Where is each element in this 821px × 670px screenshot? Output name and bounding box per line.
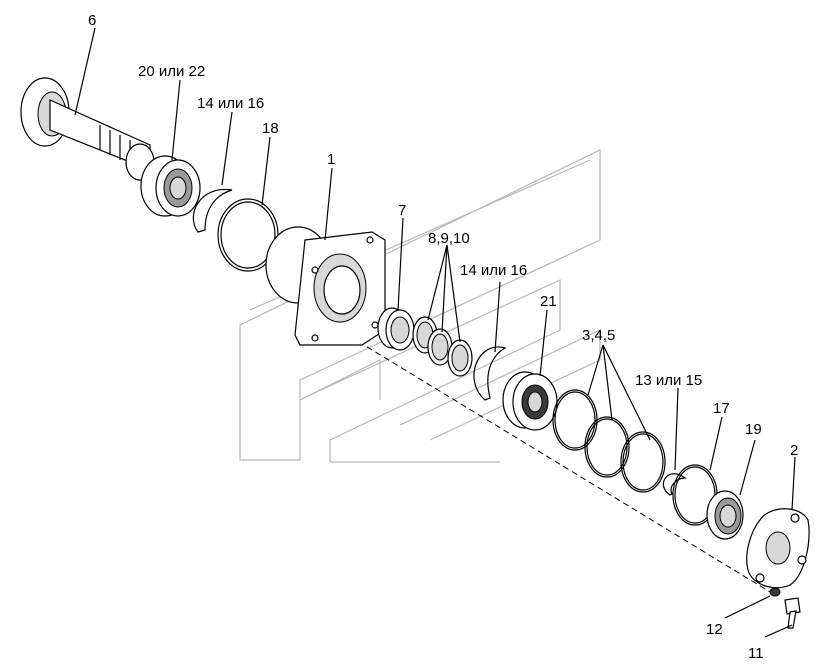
- part-3-4-5-o-rings: [552, 389, 666, 493]
- part-1-housing: [265, 226, 386, 346]
- part-12-washer: [769, 587, 781, 597]
- part-20-22-bearing: [140, 155, 201, 217]
- label-14-16-b: 14 или 16: [460, 262, 527, 279]
- assembly-axis: [289, 299, 776, 596]
- part-8-9-10-washers: [412, 316, 473, 377]
- label-17: 17: [713, 400, 730, 417]
- label-20-22: 20 или 22: [138, 63, 205, 80]
- label-1: 1: [327, 151, 335, 168]
- label-19: 19: [745, 421, 762, 438]
- part-2-cover: [746, 508, 810, 589]
- part-21-bearing: [502, 371, 558, 431]
- label-7: 7: [398, 202, 406, 219]
- part-7-sleeve: [377, 307, 415, 351]
- part-13-15-snap-ring: [663, 473, 687, 496]
- label-18: 18: [262, 120, 279, 137]
- part-14-16-snap-ring-b: [473, 346, 507, 401]
- label-6: 6: [88, 12, 96, 29]
- label-13-15: 13 или 15: [635, 372, 702, 389]
- label-11: 11: [748, 645, 764, 662]
- leader-lines: [74, 27, 796, 638]
- part-6-shaft: [20, 77, 155, 181]
- callout-labels: 6 20 или 22 14 или 16 18 1 7 8,9,10 14 и…: [88, 12, 798, 662]
- part-14-16-snap-ring-a: [192, 188, 233, 233]
- part-11-bolt: [784, 597, 801, 629]
- label-3-4-5: 3,4,5: [582, 327, 615, 344]
- part-19-seal: [706, 490, 744, 540]
- label-2: 2: [790, 442, 798, 459]
- label-12: 12: [706, 621, 723, 638]
- label-21: 21: [540, 293, 557, 310]
- label-8-9-10: 8,9,10: [428, 230, 470, 247]
- label-14-16-a: 14 или 16: [197, 95, 264, 112]
